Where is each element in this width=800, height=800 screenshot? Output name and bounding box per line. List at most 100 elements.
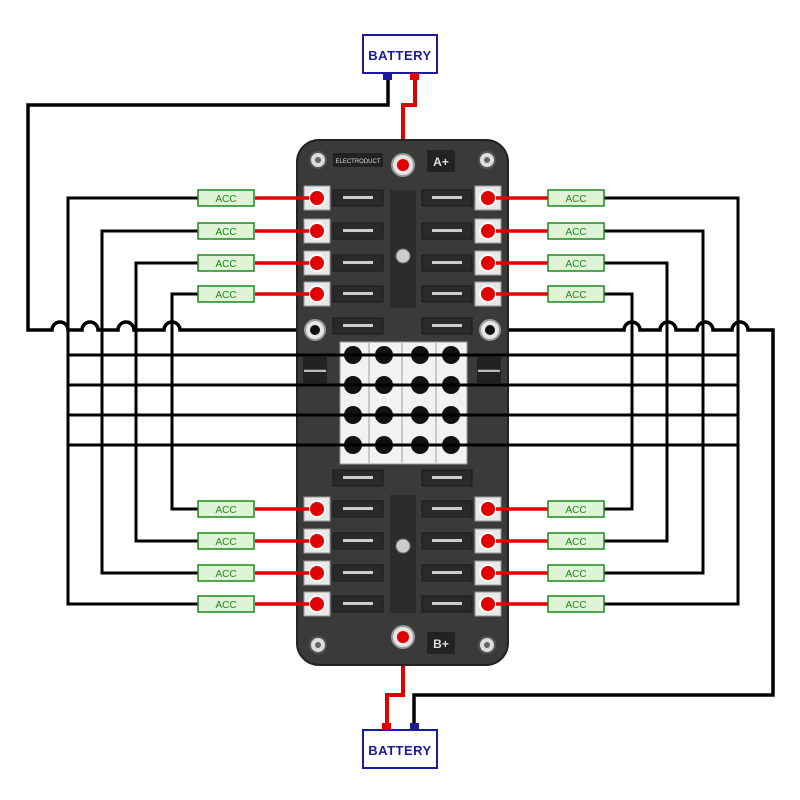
fuse-slot-blade — [343, 324, 373, 327]
acc-label: ACC — [565, 537, 586, 548]
fuse-slot-blade — [432, 602, 462, 605]
acc-label: ACC — [565, 194, 586, 205]
output-stud — [308, 532, 326, 550]
terminal-b-stud — [397, 631, 409, 643]
acc-label: ACC — [215, 600, 236, 611]
fuse-slot-blade — [343, 602, 373, 605]
output-stud — [479, 189, 497, 207]
output-stud — [308, 254, 326, 272]
acc-ground-wire — [604, 229, 705, 415]
output-stud — [479, 595, 497, 613]
output-stud — [308, 189, 326, 207]
acc-ground-wire — [66, 196, 198, 445]
minus-plate-left — [303, 357, 327, 383]
acc-label: ACC — [215, 227, 236, 238]
brand-plate — [333, 153, 383, 167]
output-stud — [479, 285, 497, 303]
ground-stud-left — [310, 325, 320, 335]
acc-label: ACC — [565, 600, 586, 611]
output-stud — [308, 564, 326, 582]
fuse-slot-blade — [343, 507, 373, 510]
acc-ground-wire — [604, 445, 740, 606]
output-stud — [308, 222, 326, 240]
output-stud — [308, 285, 326, 303]
battery-top-negative-post — [383, 73, 392, 80]
fuse-slot-blade — [343, 476, 373, 479]
terminal-b-label: B+ — [433, 637, 449, 651]
mount-screw-icon — [484, 642, 490, 648]
output-stud — [308, 500, 326, 518]
acc-load-box — [547, 285, 605, 303]
fuse-slot-blade — [432, 507, 462, 510]
acc-label: ACC — [215, 259, 236, 270]
center-spine-bottom — [390, 495, 416, 613]
acc-load-box — [547, 254, 605, 272]
battery-top-negative-wire — [26, 78, 390, 332]
fuse-slot-blade — [432, 571, 462, 574]
battery-top-positive-post — [410, 73, 419, 80]
acc-load-box — [547, 564, 605, 582]
acc-load-box — [197, 532, 255, 550]
acc-ground-wire — [134, 261, 198, 385]
battery-top-box — [362, 34, 438, 74]
acc-load-box — [197, 500, 255, 518]
fuse-slot-blade — [432, 324, 462, 327]
acc-load-box — [197, 222, 255, 240]
acc-load-box — [547, 595, 605, 613]
acc-label: ACC — [565, 259, 586, 270]
battery-bottom-box — [362, 729, 438, 769]
mount-screw-icon — [315, 642, 321, 648]
fuse-block: ELECTRODUCT A+ B+ — — — [296, 139, 509, 666]
acc-ground-wire — [134, 385, 198, 543]
acc-label: ACC — [215, 537, 236, 548]
output-stud — [308, 595, 326, 613]
battery-bottom-negative-wire — [412, 320, 775, 725]
acc-load-box — [197, 254, 255, 272]
fuse-slot-blade — [432, 196, 462, 199]
acc-ground-wire — [170, 355, 198, 511]
fuse-slot-blade — [432, 476, 462, 479]
center-screw-icon — [395, 538, 411, 554]
battery-bottom-negative-post — [410, 723, 419, 730]
minus-label-left: — — [304, 357, 326, 382]
acc-load-box — [197, 285, 255, 303]
output-stud — [479, 500, 497, 518]
fuse-slot-blade — [343, 196, 373, 199]
mount-screw-icon — [315, 157, 321, 163]
battery-top-positive-wire — [401, 78, 417, 165]
acc-label: ACC — [215, 505, 236, 516]
acc-load-box — [547, 189, 605, 207]
terminal-b-plate — [427, 632, 455, 654]
output-stud — [479, 254, 497, 272]
output-stud — [479, 222, 497, 240]
terminal-a-plate — [427, 150, 455, 172]
acc-load-box — [547, 532, 605, 550]
fuse-slot-blade — [432, 539, 462, 542]
acc-label: ACC — [215, 290, 236, 301]
acc-ground-wire — [604, 355, 634, 511]
acc-label: ACC — [565, 290, 586, 301]
acc-load-box — [547, 222, 605, 240]
acc-ground-wire — [604, 261, 669, 385]
acc-load-box — [197, 564, 255, 582]
acc-ground-wire — [66, 445, 198, 606]
acc-label: ACC — [215, 194, 236, 205]
acc-ground-wire — [170, 292, 198, 355]
center-screw-icon — [395, 248, 411, 264]
fuse-slot-blade — [432, 229, 462, 232]
battery-top: BATTERY — [362, 34, 438, 80]
ground-stud-right — [485, 325, 495, 335]
fuse-slot-blade — [432, 261, 462, 264]
fuse-slot-blade — [343, 539, 373, 542]
output-stud — [479, 532, 497, 550]
battery-top-label: BATTERY — [368, 48, 431, 63]
brand-label: ELECTRODUCT — [335, 159, 380, 165]
acc-load-box — [197, 189, 255, 207]
terminal-a-label: A+ — [433, 155, 449, 169]
battery-bottom: BATTERY — [362, 723, 438, 769]
minus-label-right: — — [478, 357, 500, 382]
acc-label: ACC — [565, 227, 586, 238]
acc-load-box — [547, 500, 605, 518]
